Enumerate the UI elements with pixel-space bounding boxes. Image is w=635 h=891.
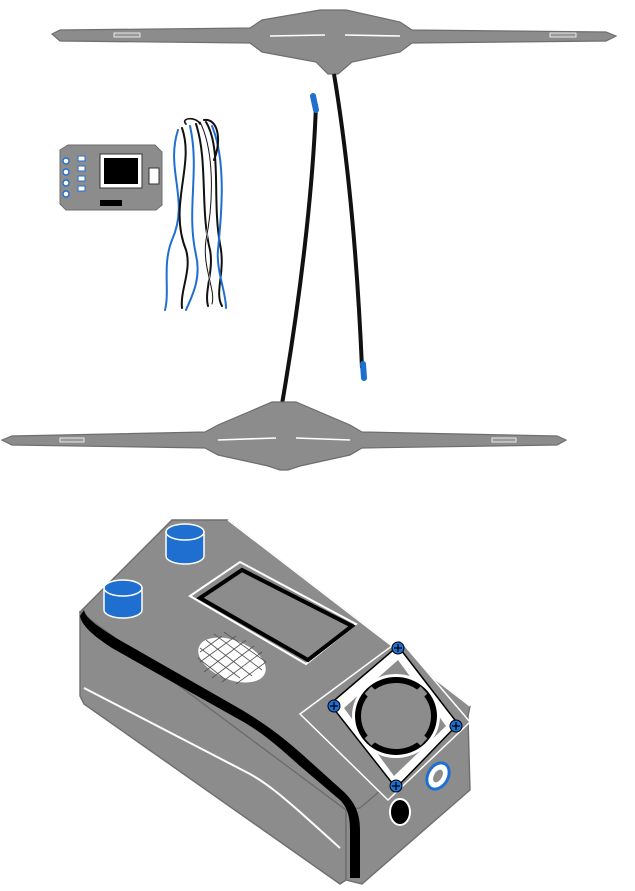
wire-bundle-icon <box>164 117 227 311</box>
power-socket-icon <box>389 798 411 826</box>
antenna-connector-icon <box>425 761 451 791</box>
coax-cable-icon <box>280 73 367 405</box>
circuit-board-icon <box>59 144 163 211</box>
bottom-antenna-icon <box>0 401 568 471</box>
top-antenna-icon <box>50 9 618 75</box>
vent-grille-icon <box>197 631 267 685</box>
knob-right-icon <box>165 523 205 565</box>
transmitter-box-icon <box>78 519 472 885</box>
cooling-fan-icon <box>327 641 463 793</box>
knob-left-icon <box>103 579 143 619</box>
